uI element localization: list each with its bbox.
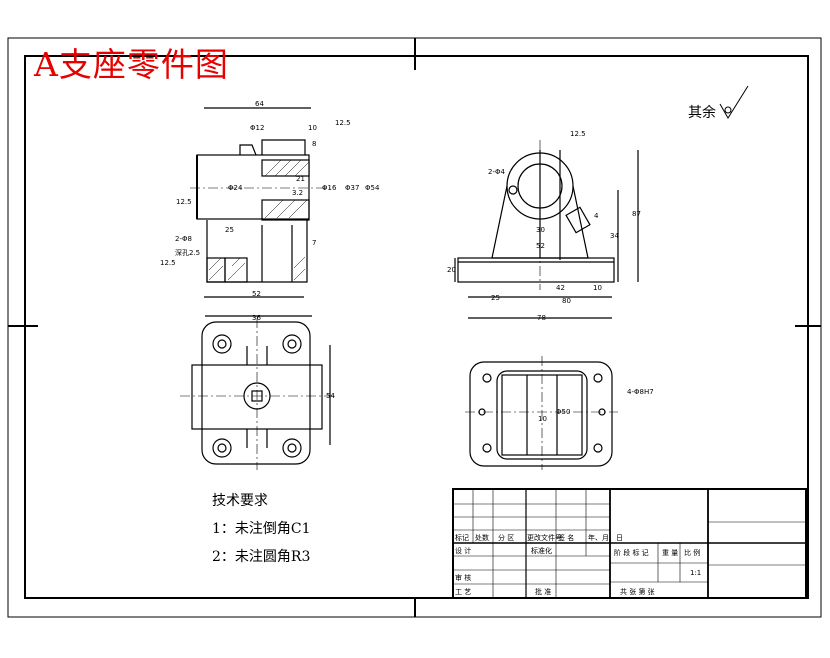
dim-side-3: 4 (594, 212, 599, 220)
dim-front-10: Φ54 (365, 184, 380, 192)
requirement-item-1: 1：未注倒角C1 (212, 521, 311, 537)
bottom-view (469, 361, 613, 467)
dim-front-6: 3.2 (292, 189, 303, 197)
tb-scale: 1:1 (690, 569, 701, 577)
dim-front-3: 8 (312, 140, 316, 148)
dim-bottom-1: 10 (538, 415, 547, 423)
dim-side-8: 42 (556, 284, 565, 292)
dim-front-17: 7 (312, 239, 316, 247)
dim-front-4: 12.5 (335, 119, 351, 127)
requirement-item-2: 2：未注圆角R3 (212, 549, 311, 565)
dim-top-1: 54 (326, 392, 335, 400)
dim-side-9: 10 (593, 284, 602, 292)
tb-right-0: 阶 段 标 记 (614, 548, 649, 557)
dim-front-14: 12.5 (160, 259, 176, 267)
dim-front-8: Φ16 (322, 184, 337, 192)
dim-front-0: 64 (255, 100, 264, 108)
tb-sheets: 共 张 第 张 (620, 587, 655, 596)
tb-row1-1: 处数 (475, 533, 489, 542)
dim-side-2: 30 (536, 226, 545, 234)
dim-bottom-0: 4-Φ8H7 (627, 388, 654, 396)
drawing-title: A支座零件图 (34, 45, 229, 84)
tb-right-2: 比 例 (684, 548, 700, 557)
dim-bottom-2: Φ50 (556, 408, 570, 416)
title-block (452, 488, 807, 599)
dim-front-15: 25 (225, 226, 234, 234)
tb-process: 工 艺 (455, 588, 471, 596)
dim-top-0: 36 (252, 314, 261, 322)
top-view (191, 315, 331, 465)
bottom-dimension-labels: 4-Φ8H7 10 Φ50 (538, 388, 654, 423)
dim-side-10: 25 (491, 294, 500, 302)
roughness-symbol (719, 85, 749, 119)
outer-frame (7, 37, 822, 618)
dim-front-9: Φ37 (345, 184, 359, 192)
centering-marks (8, 38, 821, 617)
dim-front-12: 2-Φ8 (175, 235, 192, 243)
tb-row1-4: 签 名 (558, 533, 574, 542)
dim-front-7: Φ24 (228, 184, 243, 192)
tb-row1-3: 更改文件号 (527, 533, 562, 542)
tb-row1-0: 标记 (455, 533, 469, 542)
title-block-labels: 标记 处数 分 区 更改文件号 签 名 年、月、日 设 计 标准化 阶 段 标 … (455, 533, 701, 596)
front-hatching (208, 159, 310, 281)
surface-note: 其余 (688, 105, 716, 121)
dim-front-13: 深孔2.5 (175, 248, 200, 257)
top-centerlines (180, 318, 335, 470)
dim-side-5: 34 (610, 232, 619, 240)
dim-front-11: 12.5 (176, 198, 192, 206)
dim-front-16: 52 (252, 290, 261, 298)
dim-front-2: 10 (308, 124, 317, 132)
dim-side-0: 12.5 (570, 130, 586, 138)
dim-side-4: 52 (536, 242, 545, 250)
front-section-view (196, 107, 311, 298)
dim-side-12: 78 (537, 314, 546, 322)
dim-side-7: 20 (447, 266, 456, 274)
tb-right-1: 重 量 (662, 549, 678, 557)
dim-front-1: Φ12 (250, 124, 264, 132)
side-dimension-labels: 12.5 2-Φ4 30 4 52 34 87 20 42 10 25 80 7… (447, 130, 641, 322)
dim-side-1: 2-Φ4 (488, 168, 505, 176)
bottom-centerlines (465, 356, 618, 470)
tb-check: 审 核 (455, 573, 471, 582)
dim-front-5: 21 (296, 175, 305, 183)
tb-row1-2: 分 区 (498, 533, 514, 542)
front-dimension-labels: 64 Φ12 10 8 12.5 21 3.2 Φ24 Φ16 Φ37 Φ54 … (160, 100, 380, 298)
dim-side-11: 80 (562, 297, 571, 305)
dim-side-6: 87 (632, 210, 641, 218)
inner-border (24, 55, 809, 599)
top-dimension-labels: 36 54 (252, 314, 335, 400)
tb-approve: 批 准 (535, 587, 551, 596)
tb-row2-1: 标准化 (531, 546, 552, 555)
tb-row2-0: 设 计 (455, 546, 471, 555)
tb-row1-5: 年、月、日 (588, 533, 623, 542)
requirements-heading: 技术要求 (212, 493, 268, 509)
